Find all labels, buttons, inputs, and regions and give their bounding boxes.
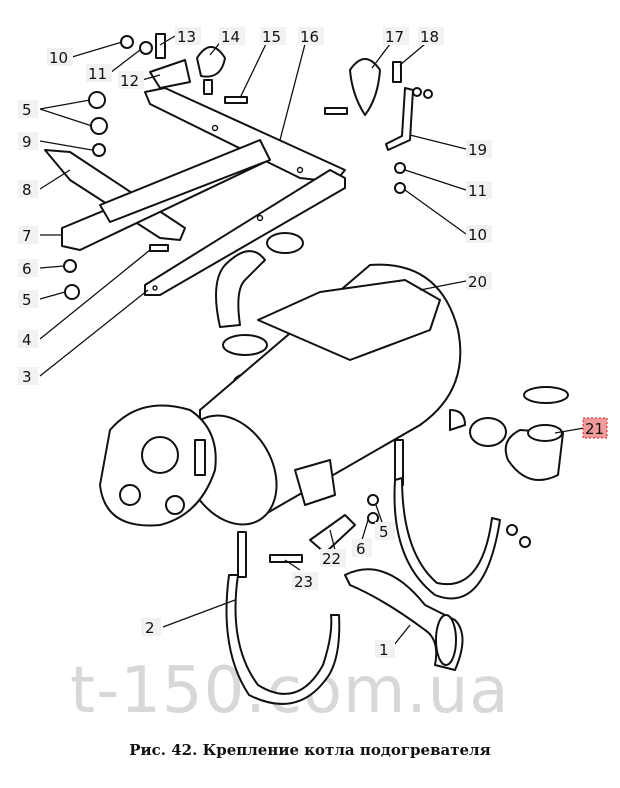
label-22: 22 [322,550,341,568]
label-21: 21 [585,420,604,438]
label-16: 16 [300,28,319,46]
label-4: 4 [22,331,32,349]
watermark: t-150.com.ua [70,654,510,728]
boiler-body [182,263,462,526]
label-8: 8 [22,181,32,199]
label-12: 12 [120,72,139,90]
strap-1 [344,568,464,671]
strap-right [393,439,501,600]
figure-caption: Рис. 42. Крепление котла подогревателя [129,741,491,759]
label-7: 7 [22,227,32,245]
label-5: 5 [379,523,389,541]
label-6: 6 [356,540,366,558]
label-10: 10 [468,226,487,244]
label-18: 18 [420,28,439,46]
label-23: 23 [294,573,313,591]
label-17: 17 [385,28,404,46]
label-2: 2 [145,619,155,637]
lower-bar-3 [144,169,346,296]
label-10: 10 [49,49,68,67]
label-5: 5 [22,291,32,309]
label-5: 5 [22,101,32,119]
highlight-box [582,417,608,439]
label-11: 11 [468,182,487,200]
label-19: 19 [468,141,487,159]
label-11: 11 [88,65,107,83]
label-6: 6 [22,260,32,278]
label-1: 1 [379,641,389,659]
strap-2 [225,531,341,705]
burner-assembly [99,404,217,527]
nuts-bolts [63,33,531,563]
label-14: 14 [221,28,240,46]
crossbar [61,139,271,251]
leader-lines [39,35,585,651]
label-9: 9 [22,133,32,151]
label-15: 15 [262,28,281,46]
part-labels: 10 11 12 13 14 15 16 17 18 19 11 10 5 9 … [18,27,608,659]
label-13: 13 [177,28,196,46]
label-3: 3 [22,368,32,386]
label-20: 20 [468,273,487,291]
